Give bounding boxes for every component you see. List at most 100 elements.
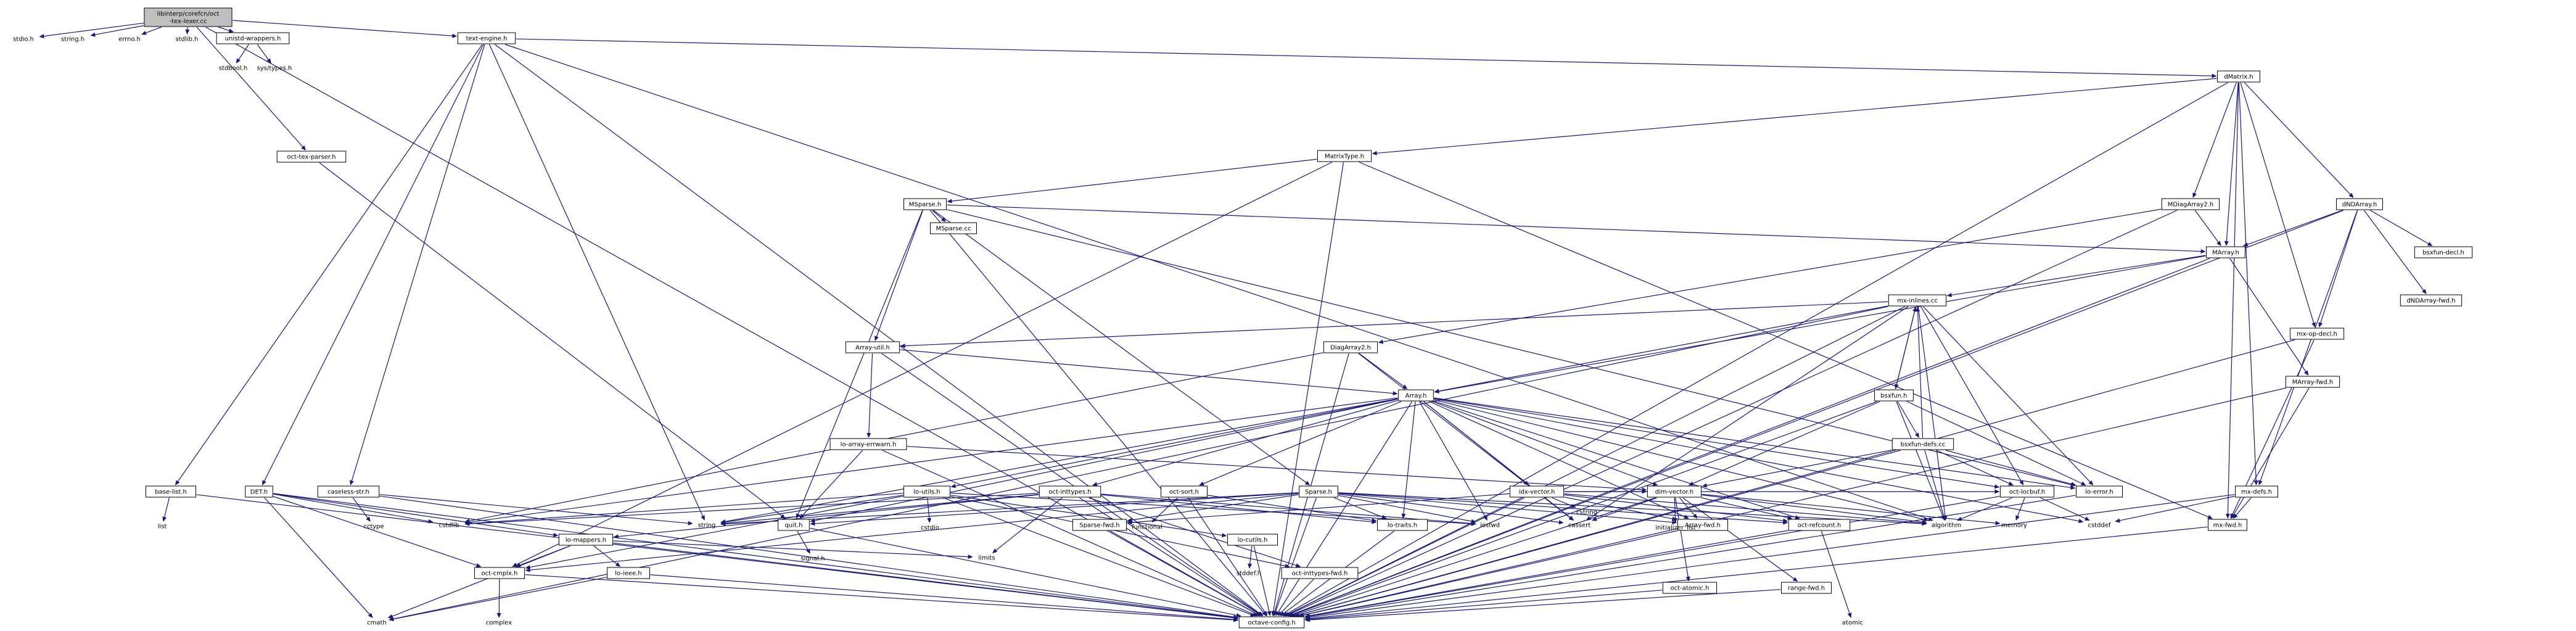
dependency-edge	[1924, 450, 1944, 516]
node-label: octave-config.h	[1248, 620, 1295, 627]
graph-node[interactable]: dim-vector.h	[1647, 485, 1702, 498]
graph-node[interactable]: oct-tex-parser.h	[276, 151, 347, 163]
node-box	[1323, 341, 1378, 353]
edge-arrowhead	[350, 480, 354, 485]
graph-node[interactable]: bsxfun.h	[1874, 389, 1914, 402]
graph-node[interactable]: Sparse-fwd.h	[1072, 519, 1127, 531]
edge-arrowhead	[496, 612, 501, 618]
dependency-edge	[95, 25, 144, 35]
dependency-edge	[725, 398, 1398, 522]
graph-node[interactable]: MSparse.cc	[930, 222, 977, 234]
graph-node[interactable]: dMatrix.h	[2217, 70, 2260, 83]
graph-node[interactable]: lo-error.h	[2076, 485, 2123, 498]
graph-node[interactable]: idx-vector.h	[1509, 485, 1565, 498]
graph-node[interactable]: MatrixType.h	[1317, 150, 1372, 162]
dependency-edge	[2244, 82, 2351, 195]
edge-arrowhead	[810, 518, 815, 523]
node-label: cstdlib	[439, 522, 459, 529]
graph-node[interactable]: base-list.h	[145, 485, 197, 498]
graph-node[interactable]: oct-inttypes.h	[1039, 485, 1101, 498]
graph-node[interactable]: Sparse.h	[1299, 485, 1338, 498]
graph-nodes: libinterp/corefcn/oct-tex-lexer.ccstdio.…	[13, 7, 2473, 629]
graph-node[interactable]: MArray.h	[2206, 246, 2245, 258]
graph-node[interactable]: bsxfun-decl.h	[2414, 246, 2473, 258]
edge-arrowhead	[1222, 533, 1227, 538]
graph-node[interactable]: Array.h	[1398, 389, 1434, 402]
graph-node[interactable]: text-engine.h	[457, 32, 516, 44]
node-box	[1072, 519, 1127, 531]
dependency-edge	[1290, 210, 2178, 615]
graph-node[interactable]: oct-atomic.h	[1662, 582, 1718, 594]
node-box	[1788, 519, 1851, 531]
graph-node[interactable]: oct-inttypes-fwd.h	[1281, 567, 1359, 579]
graph-node[interactable]: Array-fwd.h	[1677, 519, 1729, 531]
graph-node[interactable]: libinterp/corefcn/oct-tex-lexer.cc	[144, 7, 232, 27]
dependency-edge	[2320, 210, 2358, 323]
graph-node[interactable]: lo-array-errwarn.h	[829, 438, 907, 450]
graph-node[interactable]: bsxfun-defs.cc	[1891, 438, 1954, 450]
node-label: oct-refcount.h	[1798, 522, 1841, 529]
graph-node[interactable]: oct-sort.h	[1161, 485, 1208, 498]
graph-node[interactable]: lo-utils.h	[903, 485, 950, 498]
edge-arrowhead	[1372, 151, 1377, 155]
node-label: MArray.h	[2212, 250, 2239, 257]
node-box	[2161, 198, 2220, 210]
graph-node[interactable]: MArray-fwd.h	[2285, 376, 2340, 388]
edge-arrowhead	[262, 480, 266, 485]
graph-node[interactable]: DET.h	[245, 485, 273, 498]
graph-node[interactable]: quit.h	[778, 519, 810, 531]
graph-node[interactable]: octave-config.h	[1238, 616, 1305, 629]
edge-arrowhead	[2253, 480, 2258, 485]
node-box	[1662, 582, 1718, 594]
node-box	[1999, 485, 2055, 498]
graph-node[interactable]: Array-util.h	[845, 341, 900, 353]
graph-node[interactable]: MDiagArray2.h	[2161, 198, 2220, 210]
dependency-edge	[469, 493, 1039, 524]
dependency-edge	[952, 159, 1317, 202]
node-box	[1888, 294, 1947, 307]
dependency-edge	[1439, 305, 1888, 392]
dependency-edge	[273, 493, 554, 535]
edge-arrowhead	[2192, 192, 2197, 198]
graph-node[interactable]: MSparse.h	[903, 198, 947, 210]
dependency-edge	[1706, 450, 1892, 486]
graph-node[interactable]: oct-locbuf.h	[1999, 485, 2055, 498]
dependency-edge	[273, 493, 1234, 618]
graph-node[interactable]: unistd-wrappers.h	[216, 32, 290, 44]
node-box	[1398, 389, 1434, 402]
dependency-edge	[1132, 494, 1299, 521]
dependency-edge	[232, 20, 453, 36]
edge-arrowhead	[1702, 483, 1708, 488]
edge-arrowhead	[1434, 389, 1439, 394]
graph-node[interactable]: dNDArray.h	[2336, 198, 2383, 210]
edge-arrowhead	[1401, 513, 1406, 519]
edge-arrowhead	[1236, 612, 1241, 617]
graph-node: cctype	[363, 524, 384, 530]
graph-node[interactable]: lo-ieee.h	[607, 567, 650, 579]
graph-node[interactable]: mx-defs.h	[2235, 485, 2278, 498]
dependency-edge	[950, 496, 1286, 566]
graph-node[interactable]: oct-cmplx.h	[474, 567, 525, 579]
graph-node[interactable]: caseless-str.h	[317, 485, 380, 498]
graph-node[interactable]: lo-mappers.h	[558, 534, 614, 546]
graph-node: sys/types.h	[257, 65, 292, 72]
graph-node[interactable]: mx-op-decl.h	[2289, 328, 2345, 340]
dependency-edge	[815, 492, 1299, 524]
edge-arrowhead	[1280, 611, 1285, 616]
graph-node[interactable]: mx-fwd.h	[2208, 519, 2247, 531]
dependency-edge	[1278, 401, 1413, 612]
graph-node[interactable]: DiagArray2.h	[1323, 341, 1378, 353]
edge-arrowhead	[162, 516, 167, 522]
dependency-edge	[1299, 450, 1901, 616]
dependency-edge	[2260, 210, 2358, 481]
graph-node[interactable]: dNDArray-fwd.h	[2400, 294, 2463, 307]
graph-node[interactable]: lo-traits.h	[1376, 519, 1428, 531]
graph-node[interactable]: range-fwd.h	[1780, 582, 1832, 594]
edge-arrowhead	[2071, 482, 2076, 487]
dependency-edge	[146, 27, 162, 33]
graph-node[interactable]: oct-refcount.h	[1788, 519, 1851, 531]
graph-node[interactable]: mx-inlines.cc	[1888, 294, 1947, 307]
node-box	[276, 151, 347, 163]
edge-arrowhead	[2258, 480, 2263, 485]
graph-node[interactable]: lo-cutils.h	[1227, 534, 1278, 546]
